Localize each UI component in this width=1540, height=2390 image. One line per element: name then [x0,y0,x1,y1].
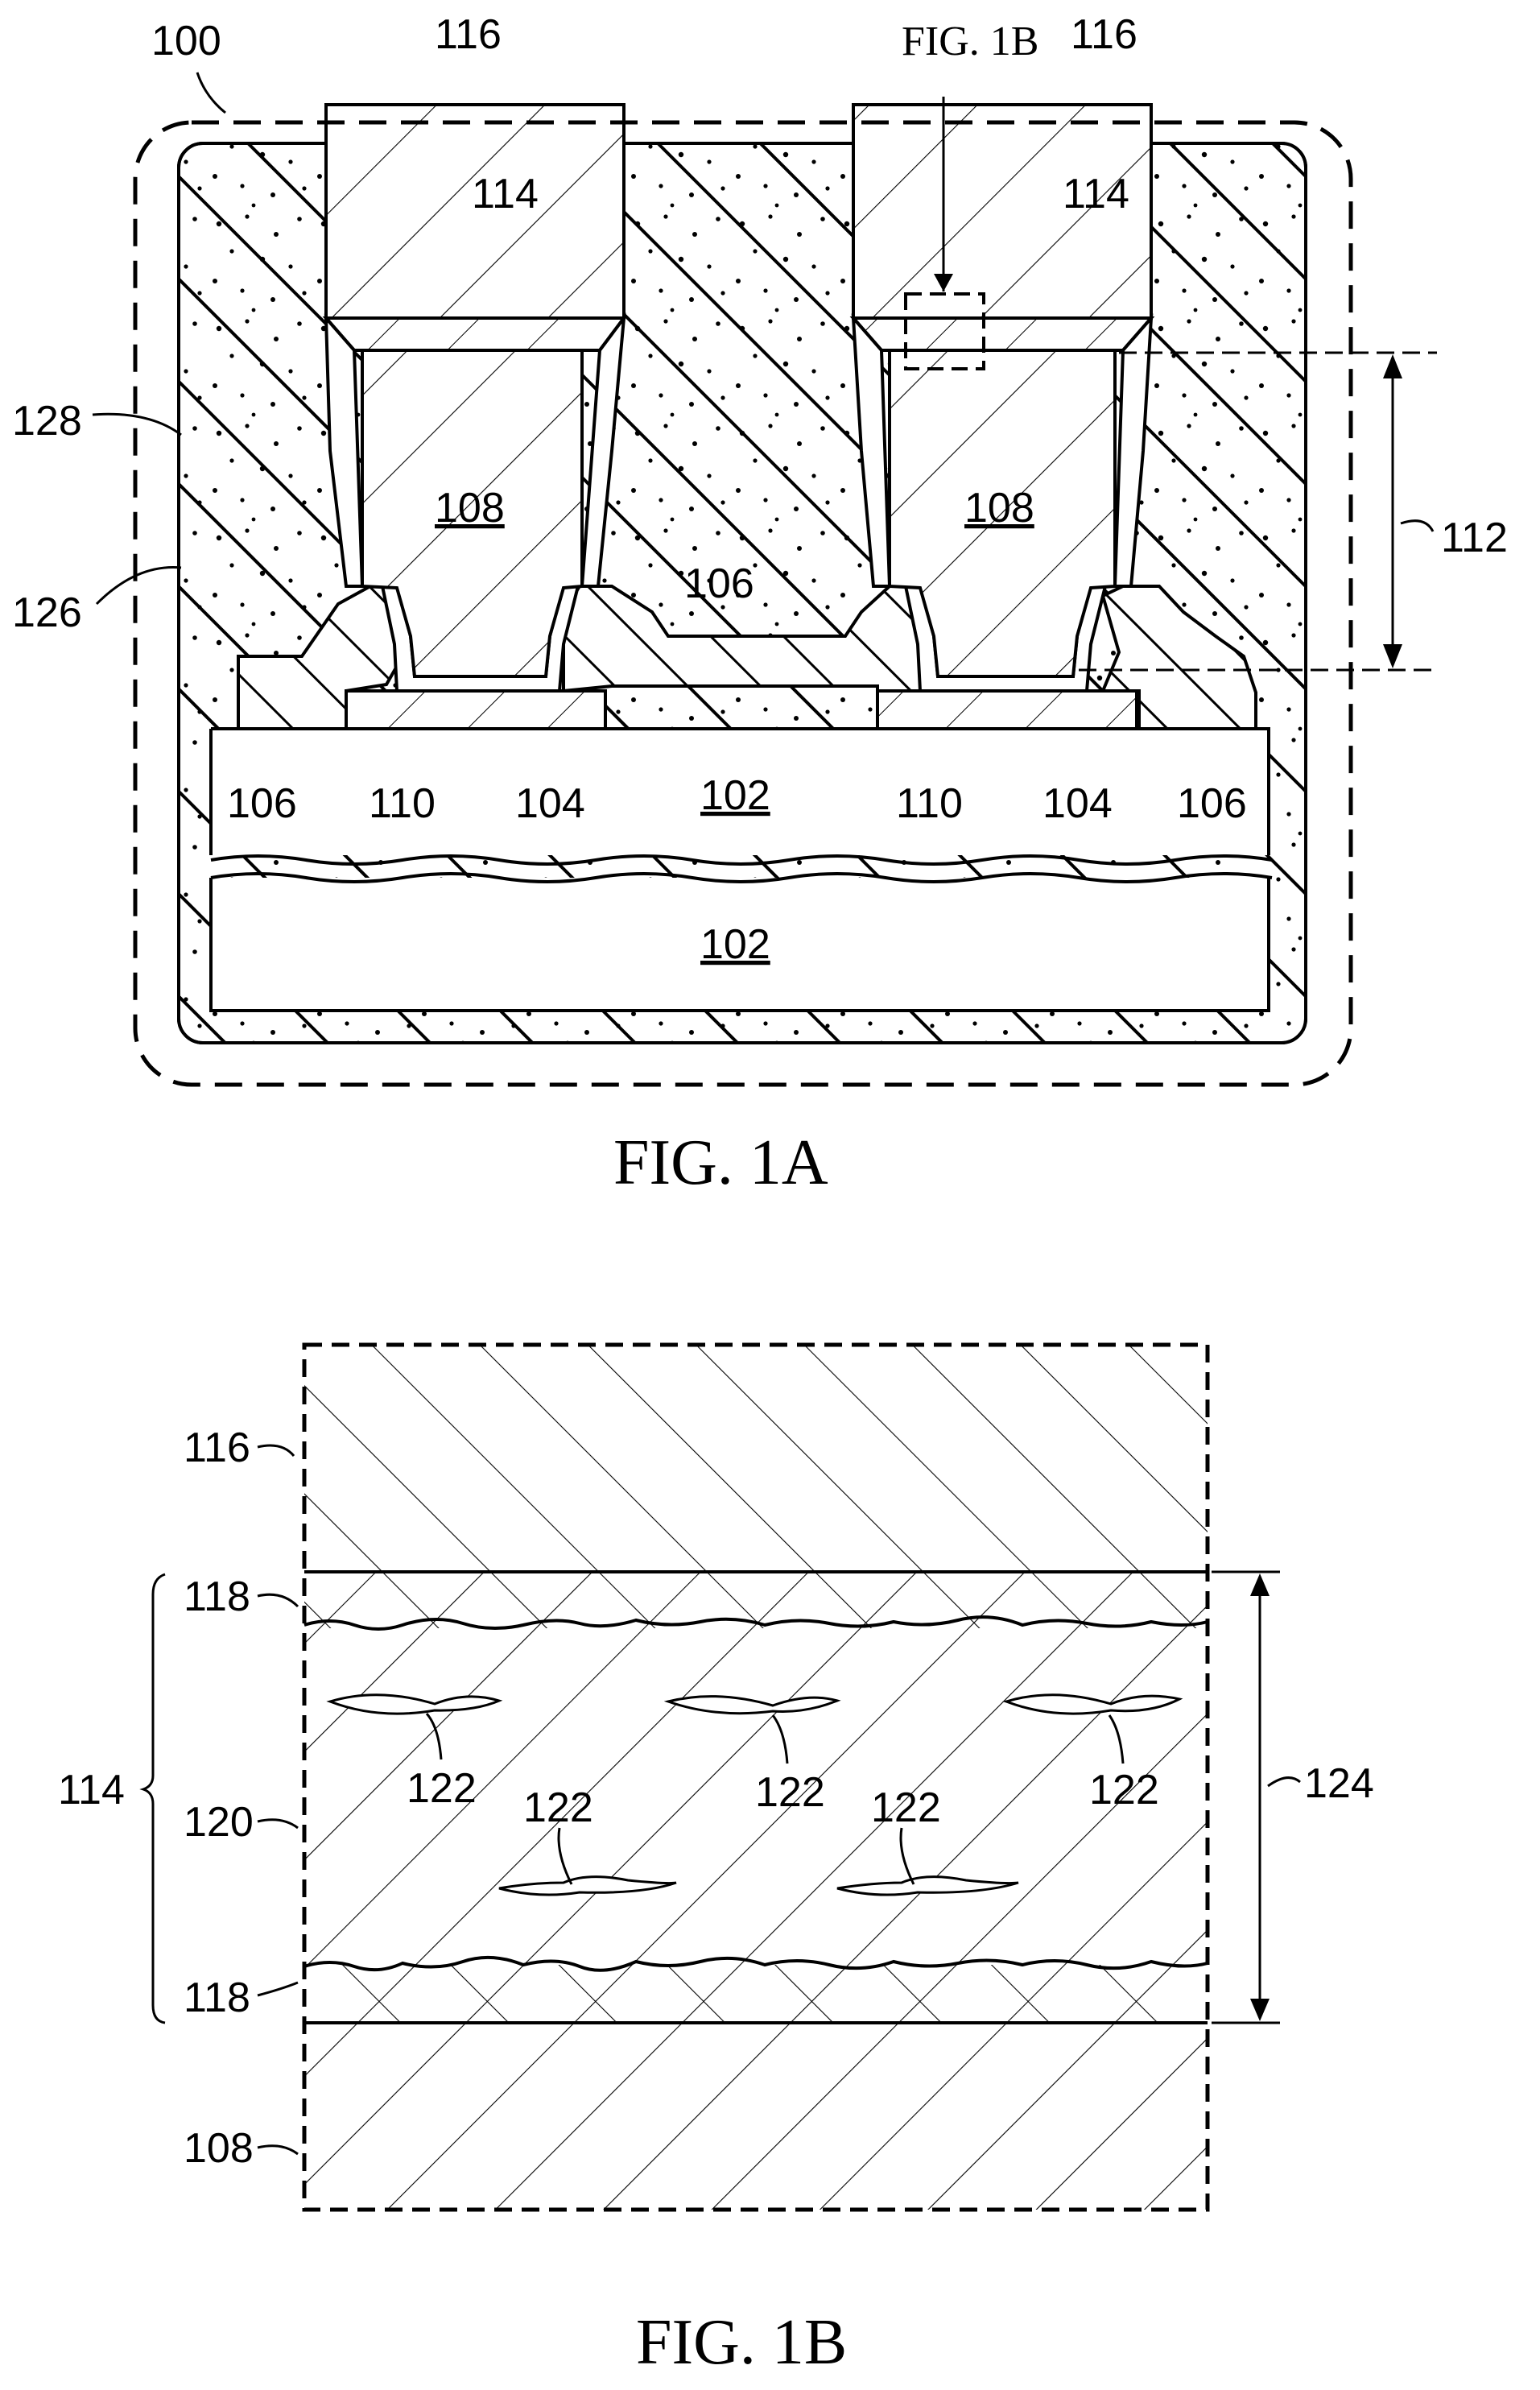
label-void-122-1: 122 [407,1765,477,1812]
label-encapsulant-128: 128 [12,398,82,445]
leader-108 [258,2146,298,2154]
height-dim-arrow-bottom [1383,644,1402,668]
bond-pad-right [877,691,1137,729]
fig-1a-cross-section: 100 116 116 FIG. 1B 114 114 128 126 108 … [12,11,1508,1198]
leader-120 [258,1820,298,1828]
label-void-122-5: 122 [871,1784,941,1831]
fig-1b-detail-view: 116 118 114 120 118 108 122 122 122 122 … [58,1345,1374,2378]
label-interface-114: 114 [58,1767,125,1813]
caption-fig-1a: FIG. 1A [613,1127,828,1198]
label-detail-cap-116: 116 [184,1424,250,1471]
leader-116 [258,1445,294,1456]
label-pillar-right-108: 108 [964,485,1034,531]
height-dim-arrow-top [1383,354,1402,378]
label-pillar-left-108: 108 [435,485,505,531]
leader-112 [1401,521,1433,531]
label-interface-right-114: 114 [1063,171,1129,217]
label-void-122-4: 122 [523,1784,593,1831]
label-boundary-bottom-118: 118 [184,1974,250,2021]
label-height-112: 112 [1441,515,1508,561]
label-boundary-top-118: 118 [184,1573,250,1620]
brace-114 [143,1574,165,2023]
caption-fig-1b: FIG. 1B [636,2307,847,2378]
label-void-122-3: 122 [1089,1767,1159,1813]
label-void-122-2: 122 [755,1769,825,1816]
leader-118-bottom [258,1983,298,1995]
label-thickness-124: 124 [1304,1760,1374,1807]
label-pad-right-104: 104 [1042,780,1113,827]
bond-pad-left [346,691,605,729]
label-cap-left-116: 116 [435,11,502,58]
label-callout-fig-1b: FIG. 1B [902,19,1038,64]
detail-cap-region [304,1345,1208,1572]
label-seed-left-110: 110 [369,780,436,827]
leader-124 [1268,1778,1300,1786]
label-bulk-120: 120 [184,1799,254,1846]
label-pad-left-104: 104 [515,780,585,827]
label-substrate-top-102: 102 [700,772,770,819]
thickness-arrow-bottom [1250,1999,1270,2021]
detail-pillar-region [304,2023,1208,2210]
leader-118-top [258,1594,298,1606]
label-encapsulant-126: 126 [12,589,82,636]
label-passivation-left-106: 106 [227,780,297,827]
label-passivation-right-106: 106 [1177,780,1247,827]
interface-layer-right [853,318,1151,350]
leader-100 [197,72,225,113]
label-substrate-bottom-102: 102 [700,921,770,968]
label-detail-pillar-108: 108 [184,2125,254,2172]
label-passivation-mid-106: 106 [684,560,754,607]
label-device-100: 100 [151,18,221,64]
leader-126 [97,568,181,604]
thickness-arrow-top [1250,1573,1270,1596]
label-cap-right-116: 116 [1071,11,1137,58]
label-seed-right-110: 110 [896,780,963,827]
label-interface-left-114: 114 [472,171,539,217]
